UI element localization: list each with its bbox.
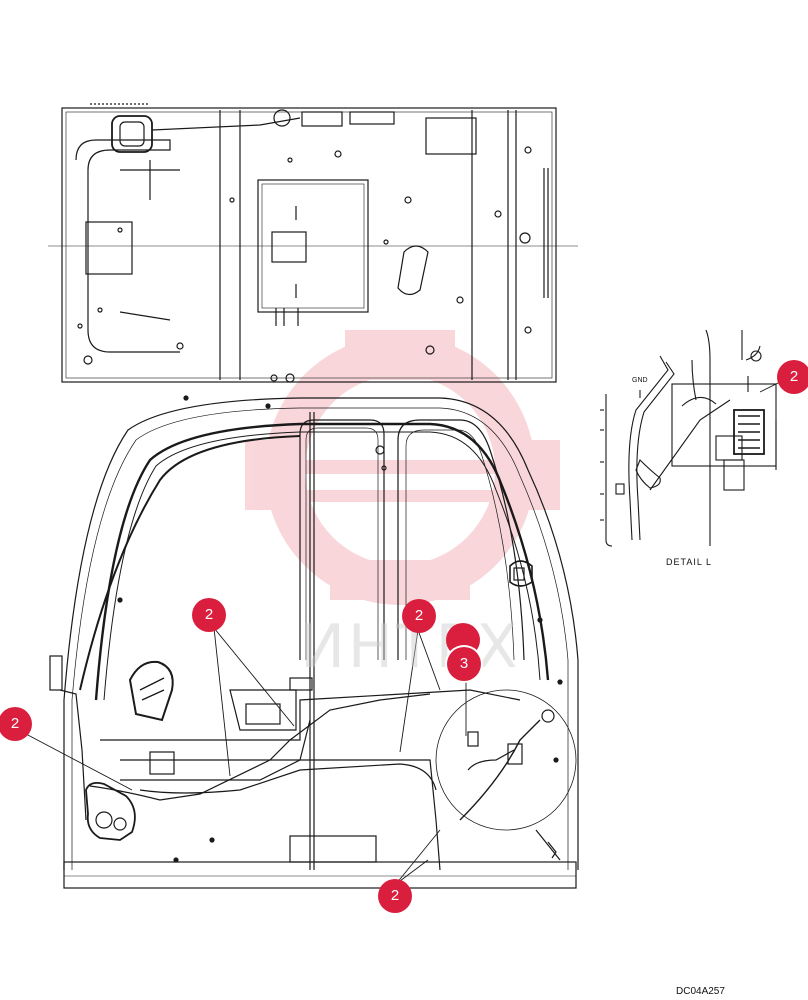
- drawing-code: DC04A257: [676, 986, 725, 997]
- callout-2-upper-center[interactable]: 2: [402, 599, 436, 633]
- callout-2-upper-left[interactable]: 2: [192, 598, 226, 632]
- detail-view: [600, 329, 777, 547]
- callout-2-detail[interactable]: 2: [777, 360, 808, 394]
- callout-2-left[interactable]: 2: [0, 707, 32, 741]
- callout-3[interactable]: 3: [447, 647, 481, 681]
- detail-label: DETAIL L: [666, 557, 713, 567]
- watermark-logo: [245, 330, 560, 605]
- callout-2-bottom[interactable]: 2: [378, 879, 412, 913]
- top-plan-view: [48, 103, 578, 383]
- cab-side-view: [49, 395, 579, 889]
- leader-lines: [25, 379, 785, 885]
- detail-gnd-label: GND: [632, 377, 648, 384]
